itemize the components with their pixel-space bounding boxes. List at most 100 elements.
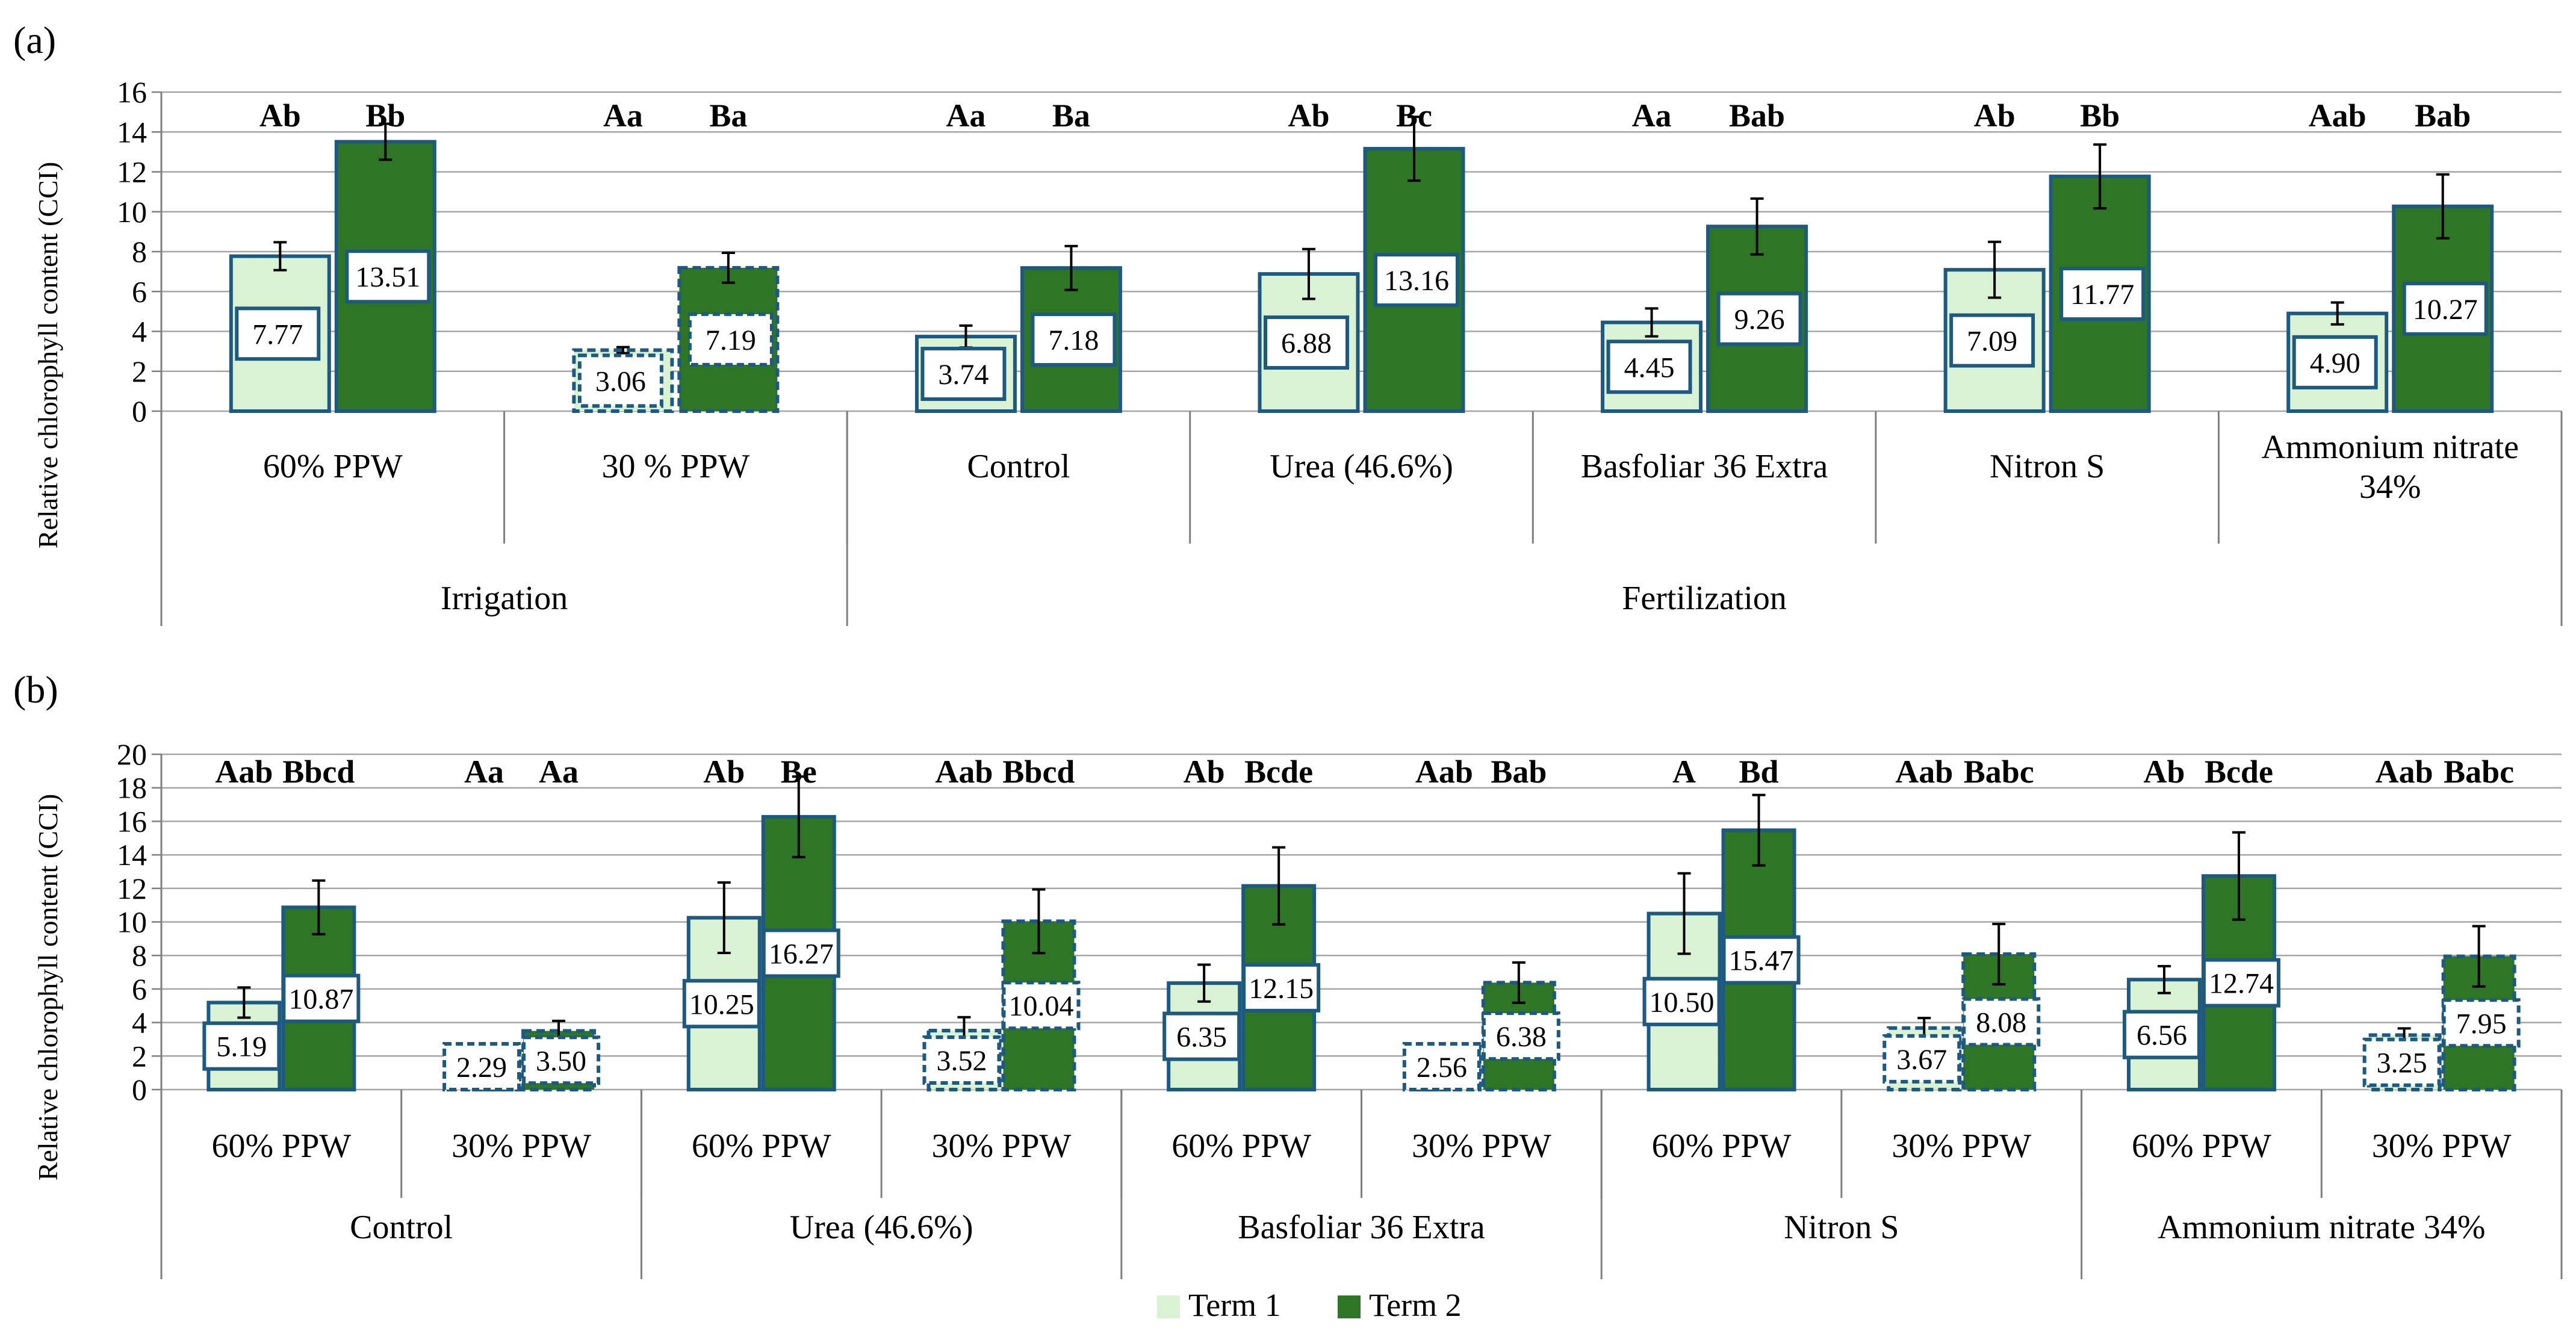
data-label: 7.19 bbox=[706, 324, 756, 356]
significance-letter: Bb bbox=[365, 98, 405, 134]
data-label: 10.27 bbox=[2413, 294, 2478, 326]
category-label-line: 34% bbox=[2359, 468, 2421, 506]
y-tick-label: 12 bbox=[117, 872, 147, 905]
data-label: 4.45 bbox=[1624, 352, 1675, 383]
y-tick-label: 20 bbox=[117, 737, 147, 771]
significance-letter: Bc bbox=[1396, 98, 1432, 134]
category-label: 30% PPW bbox=[2372, 1128, 2512, 1165]
data-label-box bbox=[687, 312, 774, 367]
category-label-line: 60% PPW bbox=[1172, 1128, 1311, 1165]
data-label: 6.56 bbox=[2137, 1020, 2187, 1052]
group-label: Urea (46.6%) bbox=[790, 1209, 973, 1246]
category-label: 60% PPW bbox=[263, 448, 403, 485]
legend-swatch-term-2 bbox=[1338, 1295, 1361, 1318]
category-label: 60% PPW bbox=[2132, 1128, 2271, 1165]
data-label: 12.74 bbox=[2209, 968, 2274, 1000]
significance-letter: Bd bbox=[1739, 754, 1779, 790]
data-label: 10.04 bbox=[1008, 990, 1073, 1022]
category-label: Basfoliar 36 Extra bbox=[1581, 448, 1828, 485]
data-label: 5.19 bbox=[216, 1031, 267, 1063]
group-label: Irrigation bbox=[441, 580, 568, 617]
y-tick-label: 18 bbox=[117, 771, 147, 805]
data-label-box bbox=[1949, 313, 2035, 368]
data-label: 3.25 bbox=[2377, 1047, 2427, 1079]
data-label-box bbox=[2442, 998, 2521, 1048]
data-label-box bbox=[2292, 335, 2378, 389]
legend-swatch-term-1 bbox=[1157, 1295, 1180, 1318]
significance-letter: Bb bbox=[2080, 98, 2120, 134]
y-axis-label: Relative chlorophyll content (CCI) bbox=[33, 794, 63, 1181]
data-label: 7.77 bbox=[252, 318, 303, 350]
y-tick-label: 12 bbox=[117, 155, 147, 189]
significance-letter: Bab bbox=[2415, 98, 2471, 134]
y-tick-label: 4 bbox=[132, 315, 147, 349]
significance-letter: Bab bbox=[1729, 98, 1785, 134]
y-tick-label: 6 bbox=[132, 275, 147, 308]
data-label: 10.50 bbox=[1650, 987, 1715, 1019]
y-tick-label: 14 bbox=[117, 838, 147, 872]
category-label-line: Urea (46.6%) bbox=[1270, 448, 1453, 485]
significance-letter: Bab bbox=[1491, 754, 1547, 790]
category-label: 30 % PPW bbox=[601, 448, 750, 485]
data-label: 7.95 bbox=[2456, 1008, 2507, 1040]
category-label-line: 60% PPW bbox=[1652, 1128, 1792, 1165]
data-label: 3.06 bbox=[595, 365, 646, 397]
data-label-box bbox=[2362, 1037, 2441, 1087]
y-tick-label: 6 bbox=[132, 972, 147, 1006]
data-label: 3.67 bbox=[1896, 1044, 1947, 1076]
data-label: 10.87 bbox=[288, 984, 353, 1016]
significance-letter: Ab bbox=[259, 98, 301, 134]
category-label-line: 30% PPW bbox=[932, 1128, 1072, 1165]
group-label: Control bbox=[350, 1209, 453, 1246]
data-label: 15.47 bbox=[1729, 945, 1794, 977]
data-label-box bbox=[235, 306, 321, 361]
significance-letter: Aab bbox=[935, 754, 993, 790]
category-label-line: Nitron S bbox=[1990, 448, 2105, 485]
y-tick-label: 16 bbox=[117, 804, 147, 838]
data-label-box bbox=[2202, 958, 2280, 1008]
panel-label: (a) bbox=[13, 19, 56, 61]
category-label: 60% PPW bbox=[1172, 1128, 1311, 1165]
significance-letter: A bbox=[1672, 754, 1696, 790]
significance-letter: Ab bbox=[1974, 98, 2016, 134]
y-tick-label: 2 bbox=[132, 355, 147, 388]
data-label: 8.08 bbox=[1976, 1007, 2026, 1038]
category-label-line: 30 % PPW bbox=[601, 448, 750, 485]
data-label: 4.90 bbox=[2310, 347, 2360, 379]
category-label: Control bbox=[967, 448, 1070, 485]
significance-letter: Babc bbox=[2444, 754, 2514, 790]
data-label-box bbox=[1374, 253, 1459, 308]
y-tick-label: 14 bbox=[117, 115, 147, 149]
category-label-line: 60% PPW bbox=[211, 1128, 351, 1165]
significance-letter: Be bbox=[781, 754, 817, 790]
data-label-box bbox=[682, 979, 761, 1029]
data-label-box bbox=[762, 928, 840, 978]
significance-letter: Babc bbox=[1964, 754, 2034, 790]
category-label-line: 60% PPW bbox=[2132, 1128, 2271, 1165]
significance-letter: Aab bbox=[1895, 754, 1953, 790]
significance-letter: Bcde bbox=[2205, 754, 2273, 790]
data-label-box bbox=[922, 1035, 1001, 1085]
category-label: Nitron S bbox=[1990, 448, 2105, 485]
data-label-box bbox=[2059, 267, 2146, 321]
data-label-box bbox=[1242, 963, 1321, 1013]
y-tick-label: 8 bbox=[132, 235, 147, 268]
chart-panel-a: (a)Relative chlorophyll content (CCI)024… bbox=[13, 19, 2563, 626]
significance-letter: Aab bbox=[2309, 98, 2367, 134]
data-label: 6.35 bbox=[1176, 1022, 1227, 1053]
category-label: Urea (46.6%) bbox=[1270, 448, 1453, 485]
significance-letter: Aa bbox=[464, 754, 504, 790]
significance-letter: Ba bbox=[709, 98, 747, 134]
significance-letter: Aa bbox=[1632, 98, 1672, 134]
significance-letter: Aab bbox=[1415, 754, 1473, 790]
significance-letter: Aa bbox=[946, 98, 985, 134]
group-label: Nitron S bbox=[1784, 1209, 1899, 1246]
data-label: 2.29 bbox=[456, 1052, 507, 1084]
data-label: 11.77 bbox=[2070, 279, 2134, 311]
data-label-box bbox=[1482, 1011, 1560, 1061]
category-label-line: 30% PPW bbox=[2372, 1128, 2512, 1165]
data-label-box bbox=[920, 347, 1007, 402]
data-label-box bbox=[1606, 340, 1692, 394]
y-tick-label: 2 bbox=[132, 1039, 147, 1073]
